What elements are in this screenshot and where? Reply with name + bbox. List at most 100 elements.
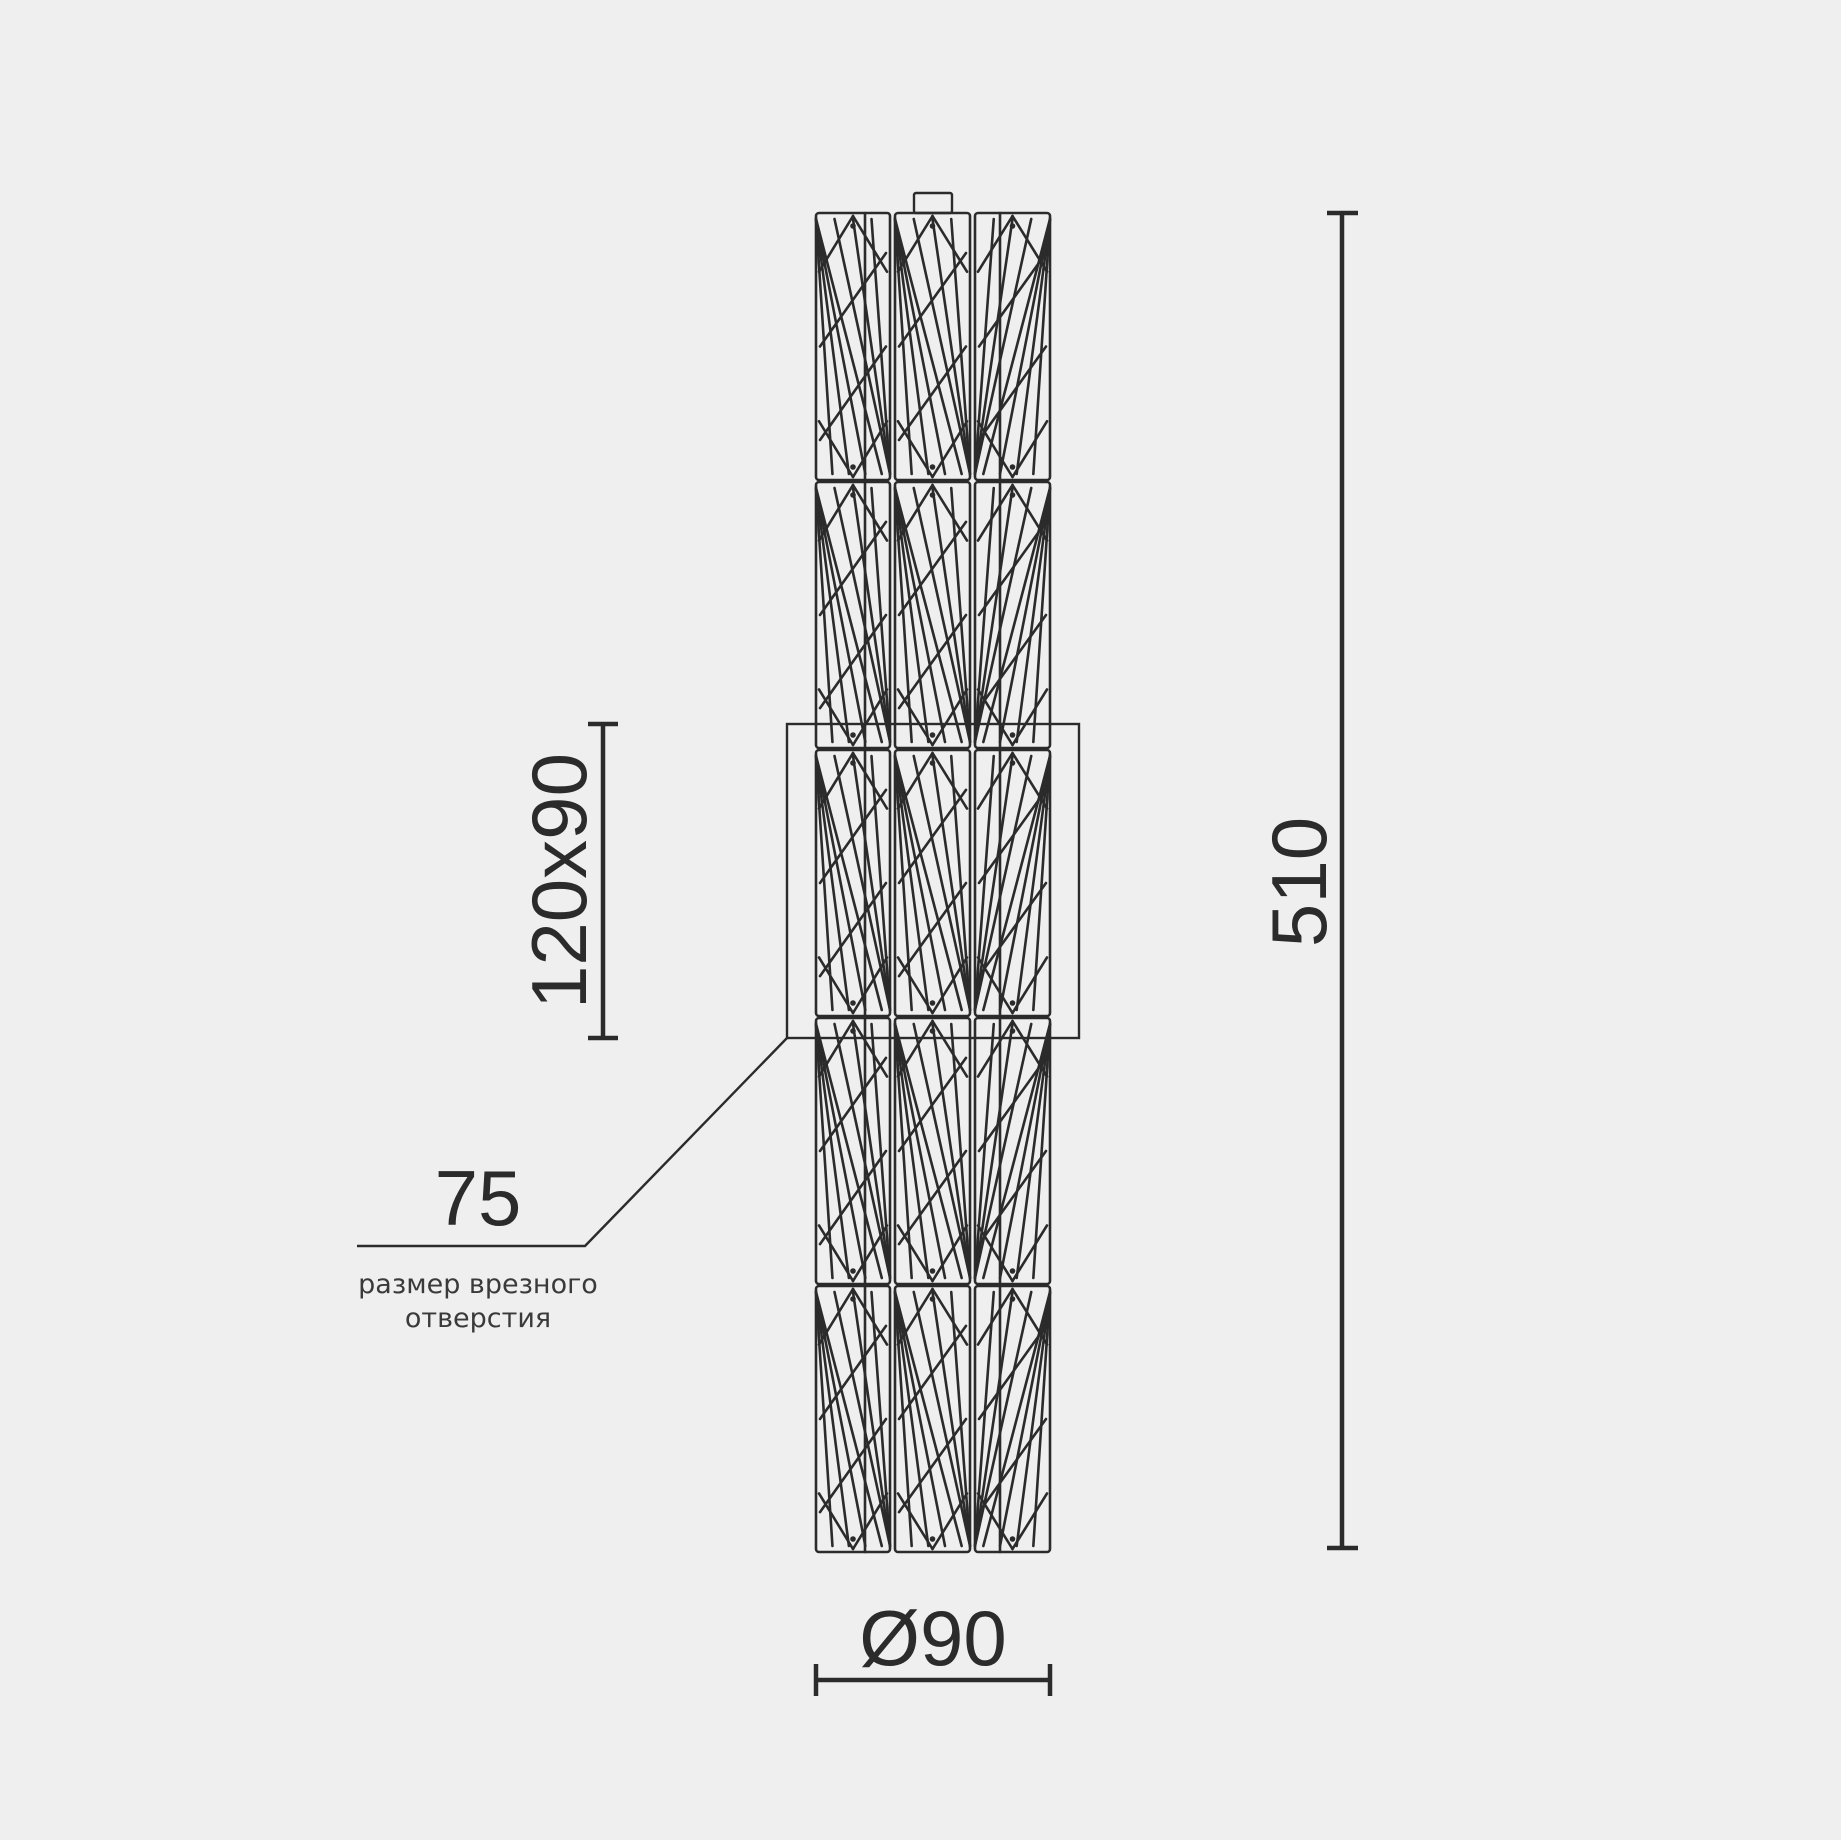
facet-line bbox=[1032, 1290, 1052, 1548]
facet-line bbox=[931, 751, 969, 810]
height-dimension bbox=[1327, 210, 1358, 1551]
crystal-screw bbox=[1009, 1000, 1016, 1006]
facet-line bbox=[818, 251, 888, 348]
facet-line bbox=[1011, 688, 1049, 747]
facet-line bbox=[851, 1224, 889, 1283]
facet-line bbox=[851, 483, 889, 542]
crystal-panel bbox=[814, 1016, 892, 1286]
facet-line bbox=[870, 1022, 892, 1280]
facet-line bbox=[1015, 217, 1052, 476]
facet-line bbox=[1032, 217, 1052, 476]
facet-line bbox=[931, 1290, 972, 1548]
crystal-screw bbox=[850, 732, 856, 738]
facet-line bbox=[896, 688, 934, 747]
crystal-screw bbox=[929, 1000, 936, 1006]
facet-line bbox=[893, 486, 913, 744]
facet-line bbox=[896, 214, 934, 274]
facet-line bbox=[896, 1287, 934, 1346]
crystal-panel bbox=[893, 748, 972, 1018]
facet-line bbox=[931, 1022, 972, 1280]
facet-line bbox=[1011, 1019, 1049, 1078]
crystal-screw bbox=[1009, 1028, 1016, 1034]
facet-line bbox=[976, 214, 1014, 274]
crystal-screw bbox=[850, 223, 856, 229]
facet-line bbox=[818, 520, 888, 617]
crystal-panel bbox=[893, 480, 972, 750]
crystal-screw bbox=[929, 760, 936, 766]
crystal-screw bbox=[850, 1268, 856, 1274]
crystal-screw bbox=[929, 1028, 936, 1034]
crystal-screw bbox=[850, 1536, 856, 1542]
crystal-panel bbox=[814, 211, 892, 482]
top-cap bbox=[912, 191, 954, 215]
facet-line bbox=[818, 1324, 888, 1421]
crystal-screw bbox=[1009, 1268, 1016, 1274]
facet-line bbox=[1032, 1022, 1052, 1280]
facet-line bbox=[1015, 754, 1052, 1012]
facet-line bbox=[897, 788, 968, 885]
facet-line bbox=[814, 486, 884, 744]
crystal-panel bbox=[973, 748, 1052, 1018]
crystal-panel bbox=[973, 211, 1052, 482]
facet-line bbox=[977, 1056, 1048, 1153]
facet-line bbox=[893, 1290, 913, 1548]
facet-line bbox=[814, 1022, 884, 1280]
facet-line bbox=[851, 956, 889, 1015]
facet-line bbox=[893, 217, 913, 476]
facet-line bbox=[814, 486, 834, 744]
facet-line bbox=[973, 754, 1014, 1012]
facet-line bbox=[949, 486, 972, 744]
facet-line bbox=[893, 486, 963, 744]
facet-line bbox=[870, 486, 892, 744]
facet-line bbox=[851, 688, 889, 747]
facet-line bbox=[817, 751, 855, 810]
cutout-leader bbox=[357, 1037, 788, 1248]
facet-line bbox=[814, 1290, 851, 1548]
facet-line bbox=[870, 217, 892, 476]
facet-line bbox=[817, 688, 855, 747]
facet-line bbox=[1011, 956, 1049, 1015]
facet-line bbox=[897, 345, 968, 442]
crystal-screw bbox=[1009, 492, 1016, 498]
facet-line bbox=[1015, 486, 1052, 744]
crystal-panel bbox=[814, 748, 892, 1018]
facet-line bbox=[897, 1149, 968, 1246]
crystal-panel bbox=[893, 1016, 972, 1286]
facet-line bbox=[977, 345, 1048, 442]
facet-line bbox=[1011, 214, 1049, 274]
facet-line bbox=[976, 956, 1014, 1015]
crystal-screw bbox=[1009, 732, 1016, 738]
facet-line bbox=[817, 419, 855, 479]
facet-line bbox=[1032, 754, 1052, 1012]
facet-line bbox=[973, 217, 996, 476]
diameter-dimension bbox=[813, 1664, 1053, 1696]
facet-line bbox=[896, 956, 934, 1015]
facet-line bbox=[817, 1019, 855, 1078]
facet-line bbox=[977, 788, 1048, 885]
facet-line bbox=[976, 1492, 1014, 1551]
facet-line bbox=[814, 1022, 851, 1280]
facet-line bbox=[976, 1287, 1014, 1346]
crystal-panel bbox=[814, 480, 892, 750]
facet-line bbox=[896, 1019, 934, 1078]
facet-line bbox=[1011, 751, 1049, 810]
facet-line bbox=[817, 1287, 855, 1346]
crystal-panel bbox=[973, 480, 1052, 750]
facet-line bbox=[893, 486, 930, 744]
crystal-screw bbox=[929, 732, 936, 738]
facet-line bbox=[851, 1492, 889, 1551]
mount-plate-dimension bbox=[588, 721, 618, 1041]
facet-line bbox=[814, 754, 851, 1012]
facet-line bbox=[976, 483, 1014, 542]
facet-line bbox=[814, 1290, 884, 1548]
facet-line bbox=[851, 214, 889, 274]
facet-line bbox=[976, 688, 1014, 747]
crystal-screw bbox=[929, 1296, 936, 1302]
facet-line bbox=[897, 1056, 968, 1153]
facet-line bbox=[931, 1224, 969, 1283]
facet-line bbox=[897, 613, 968, 710]
facet-line bbox=[1011, 1224, 1049, 1283]
lamp-body bbox=[814, 211, 1052, 1554]
facet-line bbox=[893, 1290, 963, 1548]
facet-line bbox=[817, 1224, 855, 1283]
